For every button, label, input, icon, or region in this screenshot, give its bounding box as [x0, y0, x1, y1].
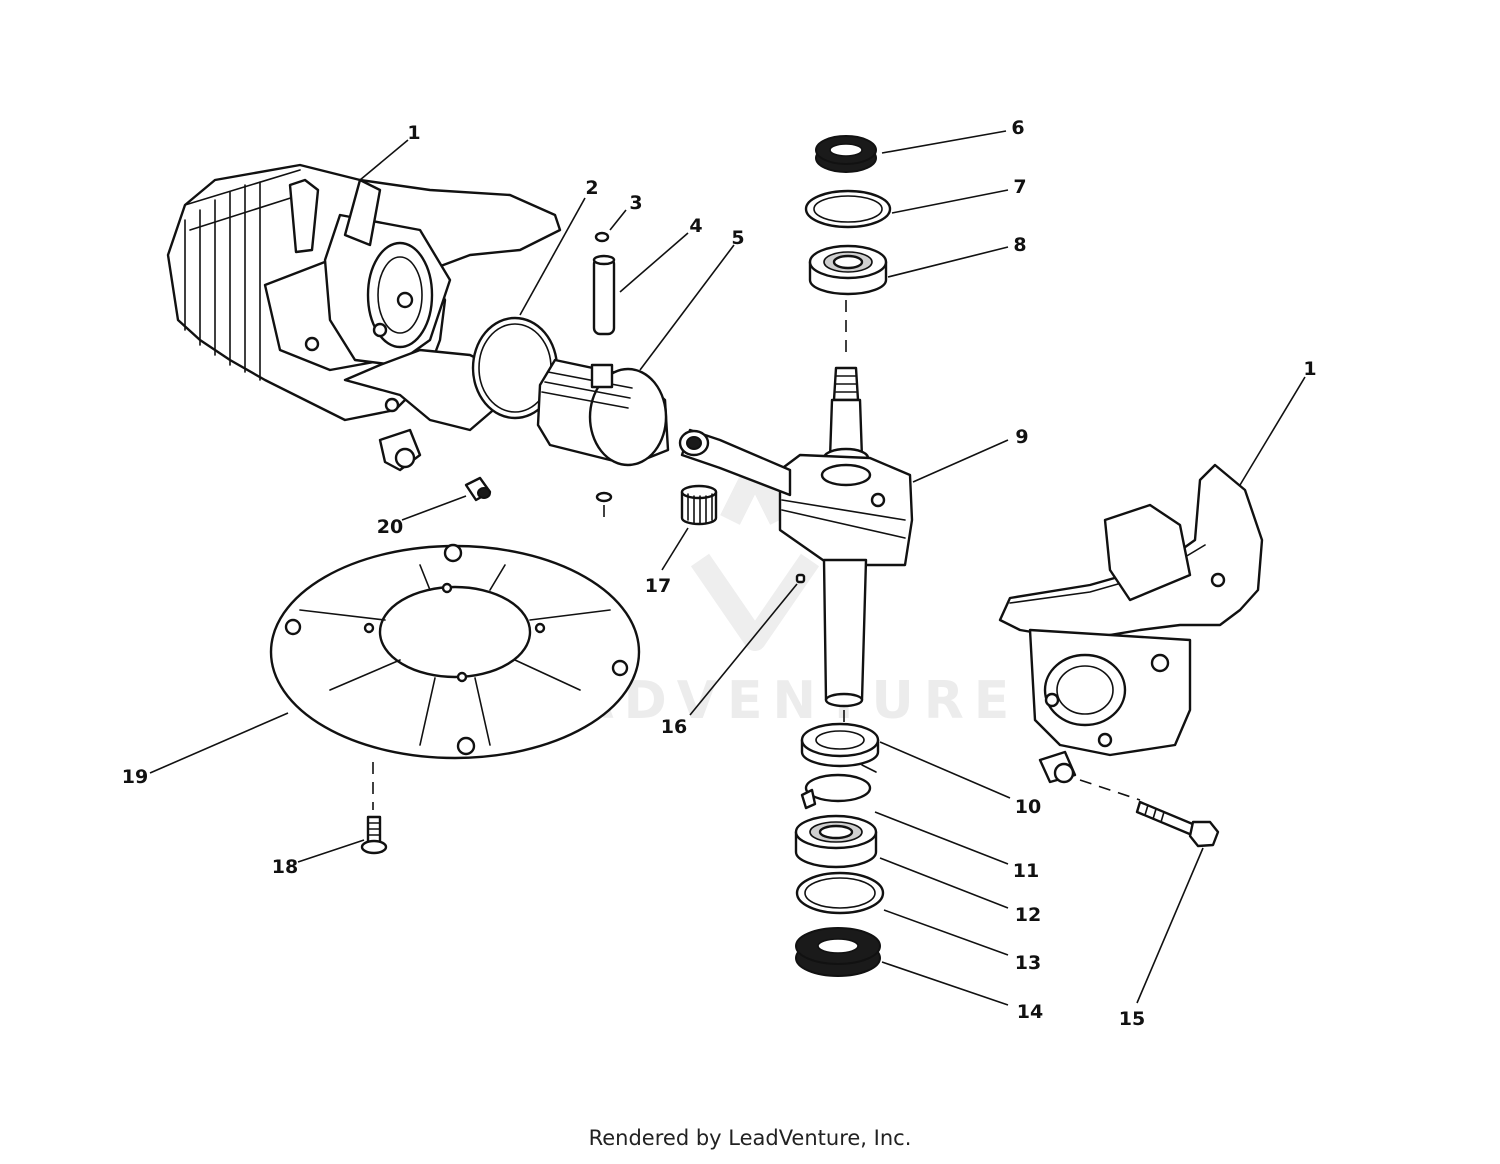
- leader-c11: [874, 811, 1009, 865]
- snap-ring[interactable]: [800, 773, 872, 810]
- leader-c3: [609, 209, 627, 231]
- callout-1b: 1: [1303, 358, 1316, 380]
- callout-labels: 1 1 2 3 4 5 6 7 8 9 10 11 12 13 14 15 16…: [122, 117, 1317, 1030]
- leader-c16: [689, 583, 798, 716]
- crankshaft[interactable]: [778, 366, 914, 735]
- leader-c4: [619, 232, 689, 293]
- leader-c10: [879, 741, 1011, 799]
- callout-7: 7: [1013, 176, 1026, 198]
- crankcase-plate[interactable]: [269, 543, 641, 810]
- callout-4: 4: [689, 215, 702, 237]
- callout-19: 19: [122, 766, 148, 788]
- leader-c7: [891, 189, 1009, 214]
- crankshaft-seal-top[interactable]: [815, 135, 877, 173]
- leader-c13: [883, 909, 1009, 956]
- leader-c12: [879, 857, 1009, 909]
- wrist-pin[interactable]: [592, 254, 616, 336]
- callout-20: 20: [377, 516, 403, 538]
- leader-c6: [881, 130, 1007, 154]
- callout-6: 6: [1011, 117, 1024, 139]
- wrist-pin-clip[interactable]: [594, 231, 613, 520]
- cylinder-crankcase-left[interactable]: [166, 163, 562, 472]
- connecting-rod[interactable]: [678, 428, 792, 497]
- callout-14: 14: [1017, 1001, 1043, 1023]
- leader-c1b: [1239, 376, 1306, 486]
- crankcase-screw[interactable]: [1135, 800, 1220, 848]
- callout-9: 9: [1015, 426, 1028, 448]
- leader-c2: [519, 197, 586, 316]
- callout-8: 8: [1013, 234, 1026, 256]
- callout-3: 3: [629, 192, 642, 214]
- crankshaft-seal-bottom[interactable]: [795, 927, 881, 977]
- leader-c1a: [359, 139, 409, 181]
- leader-c18: [297, 839, 365, 863]
- crankcase-half-right[interactable]: [998, 463, 1264, 801]
- callout-13: 13: [1015, 952, 1041, 974]
- callout-16: 16: [661, 716, 687, 738]
- leader-lines: [149, 130, 1306, 1006]
- piston[interactable]: [536, 358, 670, 467]
- callout-15: 15: [1119, 1008, 1145, 1030]
- dowel-pin[interactable]: [464, 476, 492, 502]
- leader-c8: [887, 246, 1009, 278]
- callout-17: 17: [645, 575, 671, 597]
- callout-1a: 1: [407, 122, 420, 144]
- leader-c20: [401, 495, 467, 521]
- footer-credit: Rendered by LeadVenture, Inc.: [588, 1126, 912, 1150]
- retaining-ring-top[interactable]: [804, 189, 892, 229]
- ball-bearing-bottom[interactable]: [794, 814, 878, 869]
- needle-bearing[interactable]: [680, 484, 718, 526]
- retaining-ring-bottom[interactable]: [800, 722, 880, 773]
- screw[interactable]: [360, 815, 388, 855]
- leader-c17: [661, 527, 689, 571]
- callout-11: 11: [1013, 860, 1039, 882]
- leader-c14: [881, 961, 1009, 1006]
- thrust-washer[interactable]: [795, 871, 885, 915]
- callout-5: 5: [731, 227, 744, 249]
- callout-2: 2: [585, 177, 598, 199]
- leader-c9: [912, 439, 1009, 483]
- callout-10: 10: [1015, 796, 1041, 818]
- callout-18: 18: [272, 856, 298, 878]
- leader-c19: [149, 712, 289, 774]
- leader-c5: [639, 244, 735, 371]
- callout-12: 12: [1015, 904, 1041, 926]
- ball-bearing-top[interactable]: [808, 244, 888, 360]
- leader-c15: [1136, 847, 1204, 1004]
- woodruff-key[interactable]: [795, 573, 806, 584]
